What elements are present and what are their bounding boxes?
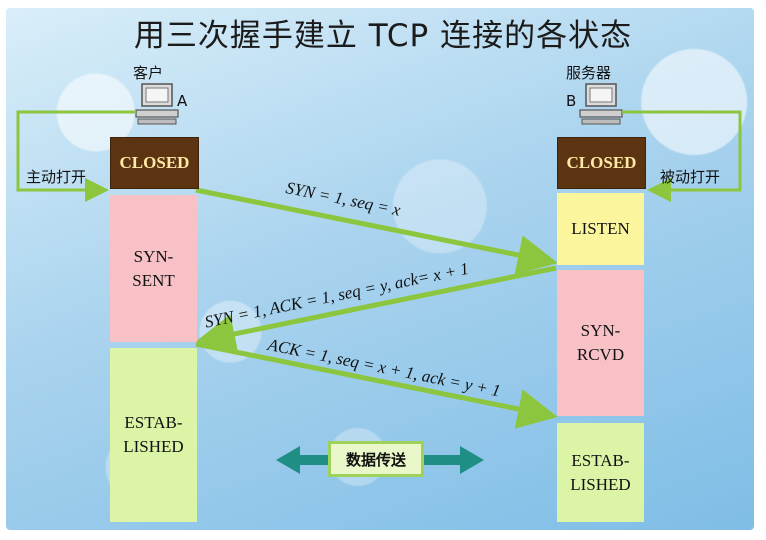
server-state-closed: CLOSED xyxy=(557,137,646,189)
client-letter: A xyxy=(177,92,188,110)
server-label: 服务器 xyxy=(566,64,612,82)
data-transfer-arrow xyxy=(276,446,484,474)
active-open-label: 主动打开 xyxy=(26,168,87,186)
client-label: 客户 xyxy=(133,64,164,82)
syn-ack-arrow xyxy=(195,265,557,354)
active-open-arrow xyxy=(16,110,136,202)
client-computer-icon xyxy=(135,83,179,125)
client-state-closed: CLOSED xyxy=(110,137,199,189)
diagram-title: 用三次握手建立 TCP 连接的各状态 xyxy=(133,18,633,54)
client-state-syn-sent: SYN- SENT xyxy=(110,195,197,342)
ack-arrow xyxy=(195,341,558,429)
server-state-established: ESTAB- LISHED xyxy=(557,423,644,522)
server-state-listen: LISTEN xyxy=(557,193,644,265)
server-letter: B xyxy=(566,92,577,110)
syn-arrow xyxy=(195,187,558,275)
server-computer-icon xyxy=(579,83,623,125)
client-state-established: ESTAB- LISHED xyxy=(110,348,197,522)
server-state-syn-rcvd: SYN- RCVD xyxy=(557,270,644,416)
passive-open-arrow xyxy=(622,110,742,202)
passive-open-label: 被动打开 xyxy=(660,168,721,186)
data-transfer-label: 数据传送 xyxy=(328,441,424,477)
